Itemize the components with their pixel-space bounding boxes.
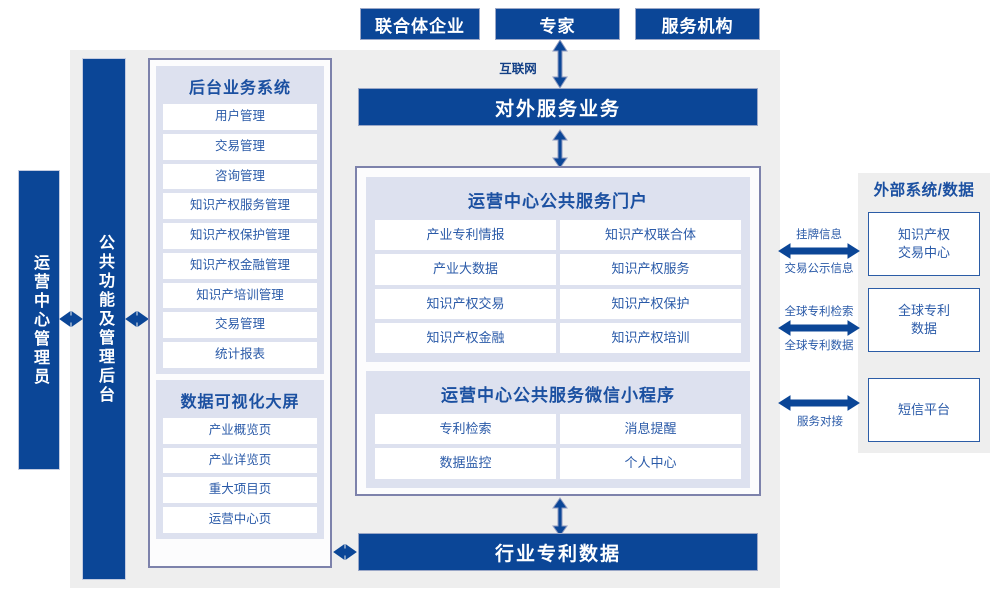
external-box-sms-platform[interactable]: 短信平台 <box>868 378 980 442</box>
service-to-portal-arrow-icon <box>551 129 569 169</box>
panel-to-patentdata-arrow-icon <box>551 497 569 537</box>
external-arrow-3-icon <box>778 394 860 412</box>
portal-item[interactable]: 知识产权交易 <box>375 288 556 319</box>
backend-item[interactable]: 交易管理 <box>163 133 317 160</box>
portal-item[interactable]: 产业专利情报 <box>375 220 556 251</box>
data-visualization-group: 数据可视化大屏 产业概览页 产业详览页 重大项目页 运营中心页 <box>156 379 324 539</box>
public-service-panel: 运营中心公共服务门户 产业专利情报 知识产权联合体 产业大数据 知识产权服务 知… <box>355 166 761 496</box>
data-visualization-title: 数据可视化大屏 <box>180 393 300 411</box>
external-arrow-2-icon <box>778 319 860 337</box>
backend-item[interactable]: 咨询管理 <box>163 163 317 190</box>
connector-label-internet: 互联网 <box>499 62 537 76</box>
connector-label-trade-publicity: 交易公示信息 <box>784 263 854 275</box>
external-box-ip-trading-center[interactable]: 知识产权 交易中心 <box>868 212 980 276</box>
wechat-miniprogram-group: 运营中心公共服务微信小程序 专利检索 消息提醒 数据监控 个人中心 <box>366 371 750 488</box>
portal-item[interactable]: 知识产权联合体 <box>560 220 741 251</box>
miniprogram-item[interactable]: 消息提醒 <box>560 414 741 445</box>
industry-patent-data-bar: 行业专利数据 <box>358 533 758 571</box>
backend-business-panel: 后台业务系统 用户管理 交易管理 咨询管理 知识产权服务管理 知识产权保护管理 … <box>148 58 332 568</box>
actor-alliance-enterprise[interactable]: 联合体企业 <box>360 8 480 40</box>
miniprogram-item[interactable]: 个人中心 <box>560 448 741 479</box>
connector-label-global-patent-search: 全球专利检索 <box>784 306 854 318</box>
portal-item[interactable]: 知识产权服务 <box>560 254 741 285</box>
backend-item[interactable]: 交易管理 <box>163 312 317 338</box>
portal-item[interactable]: 产业大数据 <box>375 254 556 285</box>
connector-label-listing-info: 挂牌信息 <box>796 229 842 241</box>
external-arrow-1-icon <box>778 242 860 260</box>
dataviz-item[interactable]: 重大项目页 <box>163 477 317 503</box>
backend-system-title: 后台业务系统 <box>188 80 291 97</box>
backend-to-business-arrow-icon <box>125 310 149 328</box>
backend-item[interactable]: 统计报表 <box>163 342 317 368</box>
backend-item[interactable]: 知识产培训管理 <box>163 282 317 309</box>
wechat-miniprogram-title: 运营中心公共服务微信小程序 <box>441 386 675 406</box>
operation-center-admin-bar: 运营中心管理员 <box>18 170 60 470</box>
public-service-portal-title: 运营中心公共服务门户 <box>468 192 648 211</box>
actor-service-agency[interactable]: 服务机构 <box>635 8 760 40</box>
actor-expert[interactable]: 专家 <box>495 8 620 40</box>
backend-system-group: 后台业务系统 用户管理 交易管理 咨询管理 知识产权服务管理 知识产权保护管理 … <box>156 66 324 374</box>
backend-item[interactable]: 知识产权保护管理 <box>163 223 317 249</box>
public-function-backend-bar: 公共功能及管理后台 <box>82 58 126 580</box>
backend-item[interactable]: 用户管理 <box>163 104 317 130</box>
admin-to-backend-arrow-icon <box>59 310 83 328</box>
portal-item[interactable]: 知识产权金融 <box>375 322 556 354</box>
miniprogram-item[interactable]: 专利检索 <box>375 414 556 445</box>
external-systems-title: 外部系统/数据 <box>873 182 975 199</box>
portal-item[interactable]: 知识产权保护 <box>560 288 741 319</box>
dataviz-item[interactable]: 产业概览页 <box>163 417 317 444</box>
internet-arrow-icon <box>551 39 569 89</box>
public-service-portal-group: 运营中心公共服务门户 产业专利情报 知识产权联合体 产业大数据 知识产权服务 知… <box>366 177 750 363</box>
dataviz-item[interactable]: 运营中心页 <box>163 507 317 533</box>
dataviz-to-patentdata-arrow-icon <box>333 543 357 561</box>
backend-item[interactable]: 知识产权服务管理 <box>163 193 317 219</box>
portal-item[interactable]: 知识产权培训 <box>560 322 741 354</box>
miniprogram-item[interactable]: 数据监控 <box>375 448 556 479</box>
connector-label-service-docking: 服务对接 <box>797 416 843 428</box>
external-box-global-patent-data[interactable]: 全球专利 数据 <box>868 288 980 352</box>
external-service-business-bar: 对外服务业务 <box>358 88 758 126</box>
connector-label-global-patent-data: 全球专利数据 <box>784 340 854 352</box>
dataviz-item[interactable]: 产业详览页 <box>163 447 317 474</box>
backend-item[interactable]: 知识产权金融管理 <box>163 252 317 279</box>
